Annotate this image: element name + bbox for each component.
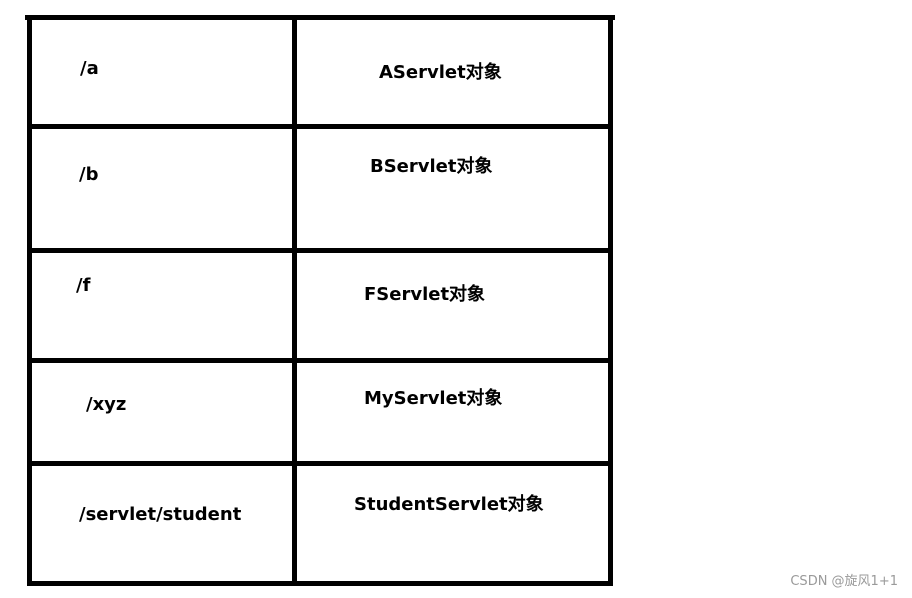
watermark: CSDN @旋风1+1	[790, 574, 898, 589]
servlet-mapping-table	[25, 15, 615, 586]
row-divider-2	[32, 248, 611, 253]
column-divider	[292, 15, 297, 586]
table-border-right	[608, 15, 613, 586]
row-divider-1	[32, 124, 611, 129]
row-divider-3	[32, 358, 611, 363]
servlet-cell-xyz: MyServlet对象	[364, 388, 503, 409]
servlet-cell-a: AServlet对象	[379, 62, 502, 83]
table-border-bottom	[27, 581, 613, 586]
servlet-cell-f: FServlet对象	[364, 284, 486, 305]
path-cell-b: /b	[79, 164, 99, 185]
path-cell-xyz: /xyz	[86, 394, 127, 415]
table-border-top	[25, 15, 615, 20]
path-cell-a: /a	[80, 58, 99, 79]
servlet-cell-b: BServlet对象	[370, 156, 493, 177]
path-cell-f: /f	[76, 275, 91, 296]
servlet-cell-student: StudentServlet对象	[354, 494, 544, 515]
row-divider-4	[32, 461, 611, 466]
table-border-left	[27, 15, 32, 586]
path-cell-student: /servlet/student	[79, 504, 242, 525]
